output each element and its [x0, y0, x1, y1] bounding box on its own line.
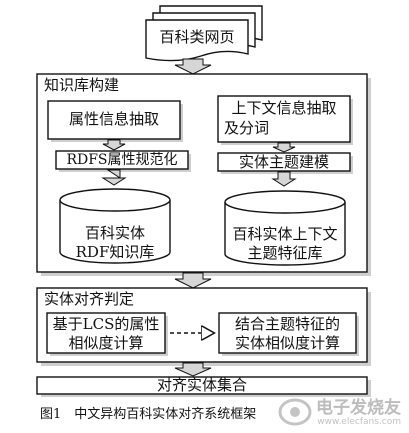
- context-extract-label-line1: 上下文信息抽取: [231, 99, 337, 117]
- figure-caption: 图1 中文异构百科实体对齐系统框架: [40, 407, 257, 422]
- context-extract-label-line2: 及分词: [224, 119, 270, 137]
- lcs-similarity-box: [46, 312, 166, 354]
- result-box: [36, 376, 368, 395]
- rdfs-normalize-box: [55, 150, 189, 170]
- rdf-kb-label-line2: RDF知识库: [75, 243, 155, 261]
- attr-extract-box: [47, 100, 181, 140]
- rdf-kb-label-line1: 百科实体: [84, 224, 145, 242]
- arrow-context-to-model: [272, 142, 296, 153]
- context-extract-box: [217, 95, 351, 143]
- arrow-model-to-store: [271, 171, 297, 187]
- watermark: 电子发烧友 www.elecfans.com: [278, 397, 401, 427]
- topic-feature-label-line1: 百科实体上下文: [232, 225, 338, 243]
- topic-model-label: 实体主题建模: [238, 153, 329, 171]
- entity-similarity-label-line2: 实体相似度计算: [234, 334, 340, 352]
- watermark-url: www.elecfans.com: [317, 417, 401, 427]
- align-panel-title: 实体对齐判定: [44, 290, 135, 308]
- arrow-pages-to-kb: [174, 58, 212, 75]
- result-label: 对齐实体集合: [156, 376, 247, 394]
- arrow-align-to-result: [174, 362, 212, 377]
- arrow-rdfs-to-store: [101, 169, 127, 186]
- entity-similarity-box: [218, 312, 357, 354]
- arrow-kb-to-align: [174, 272, 212, 289]
- topic-feature-label-line2: 主题特征库: [247, 244, 323, 262]
- topic-model-box: [217, 152, 351, 172]
- kb-panel-title: 知识库构建: [44, 76, 120, 94]
- lcs-similarity-label-line2: 相似度计算: [68, 334, 144, 352]
- entity-similarity-label-line1: 结合主题特征的: [234, 315, 340, 333]
- topic-feature-cylinder: [224, 190, 346, 266]
- attr-extract-label: 属性信息抽取: [68, 110, 159, 128]
- watermark-logo-icon: [278, 398, 312, 426]
- web-pages-stack: [145, 5, 263, 62]
- rdf-kb-cylinder: [59, 188, 171, 264]
- rdfs-normalize-label: RDFS属性规范化: [66, 152, 178, 168]
- watermark-text-block: 电子发烧友 www.elecfans.com: [316, 399, 401, 427]
- watermark-text: 电子发烧友: [316, 398, 401, 418]
- web-pages-label: 百科类网页: [159, 28, 235, 46]
- lcs-similarity-label-line1: 基于LCS的属性: [52, 315, 160, 333]
- arrow-attr-to-rdfs: [102, 139, 126, 151]
